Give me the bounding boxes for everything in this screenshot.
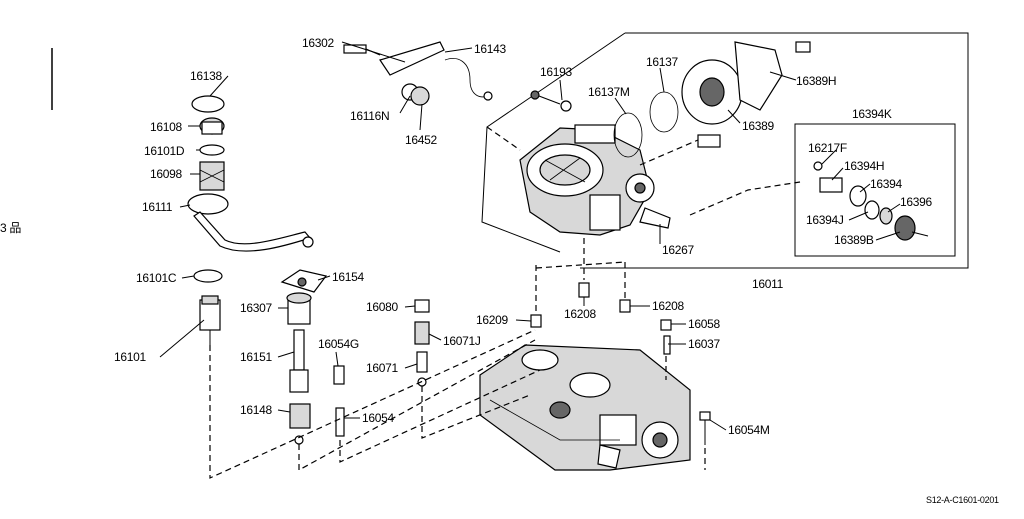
assembly-outline xyxy=(580,32,969,269)
label-16148: 16148 xyxy=(240,403,272,417)
assembly-dashed-lines xyxy=(209,126,801,479)
jet-parts xyxy=(414,299,430,387)
label-16208-a: 16208 xyxy=(564,307,596,321)
label-16209: 16209 xyxy=(476,313,508,327)
label-16116N: 16116N xyxy=(350,109,389,123)
label-16208-b: 16208 xyxy=(652,299,684,313)
choke-linkage-parts xyxy=(343,41,493,106)
label-16217F: 16217F xyxy=(808,141,847,155)
label-16137M: 16137M xyxy=(588,85,630,99)
margin-glyph: 3 品 xyxy=(0,221,21,235)
label-16193: 16193 xyxy=(540,65,572,79)
inset-box xyxy=(794,123,956,257)
label-16389: 16389 xyxy=(742,119,774,133)
small-jets xyxy=(530,282,711,445)
label-16394H: 16394H xyxy=(844,159,884,173)
part-labels: 16302 16143 16116N 16452 16193 16137 161… xyxy=(114,36,933,437)
choke-housing xyxy=(681,41,811,148)
label-16054M: 16054M xyxy=(728,423,770,437)
leader-lines xyxy=(159,41,901,431)
label-16396: 16396 xyxy=(900,195,932,209)
pump-parts xyxy=(280,236,345,445)
label-16394J: 16394J xyxy=(806,213,844,227)
label-16394: 16394 xyxy=(870,177,902,191)
inset-label: 16394K xyxy=(852,107,892,121)
label-16071J: 16071J xyxy=(443,334,481,348)
label-16111: 16111 xyxy=(142,200,173,214)
label-16080: 16080 xyxy=(366,300,398,314)
screw-16193 xyxy=(530,90,572,112)
label-16389B: 16389B xyxy=(834,233,874,247)
label-16151: 16151 xyxy=(240,350,272,364)
label-16071: 16071 xyxy=(366,361,398,375)
label-16307: 16307 xyxy=(240,301,272,315)
inset-parts xyxy=(813,161,929,241)
label-16101: 16101 xyxy=(114,350,146,364)
label-16137: 16137 xyxy=(646,55,678,69)
label-16143: 16143 xyxy=(474,42,506,56)
label-16389H: 16389H xyxy=(796,74,836,88)
drawing-code: S12-A-C1601-0201 xyxy=(926,495,999,505)
label-16108: 16108 xyxy=(150,120,182,134)
label-16098: 16098 xyxy=(150,167,182,181)
label-16037: 16037 xyxy=(688,337,720,351)
fuel-inlet-parts xyxy=(187,95,312,345)
label-16054: 16054 xyxy=(362,411,394,425)
label-16101D: 16101D xyxy=(144,144,185,158)
assembly-outline-left xyxy=(481,32,626,253)
assembly-label: 16011 xyxy=(752,277,784,291)
label-16101C: 16101C xyxy=(136,271,177,285)
carburetor-main-body xyxy=(479,344,691,471)
label-16154: 16154 xyxy=(332,270,364,284)
carburetor-air-horn xyxy=(519,124,671,236)
label-16058: 16058 xyxy=(688,317,720,331)
label-16054G: 16054G xyxy=(318,337,359,351)
label-16138: 16138 xyxy=(190,69,222,83)
label-16302: 16302 xyxy=(302,36,334,50)
label-16267: 16267 xyxy=(662,243,694,257)
label-16452: 16452 xyxy=(405,133,437,147)
